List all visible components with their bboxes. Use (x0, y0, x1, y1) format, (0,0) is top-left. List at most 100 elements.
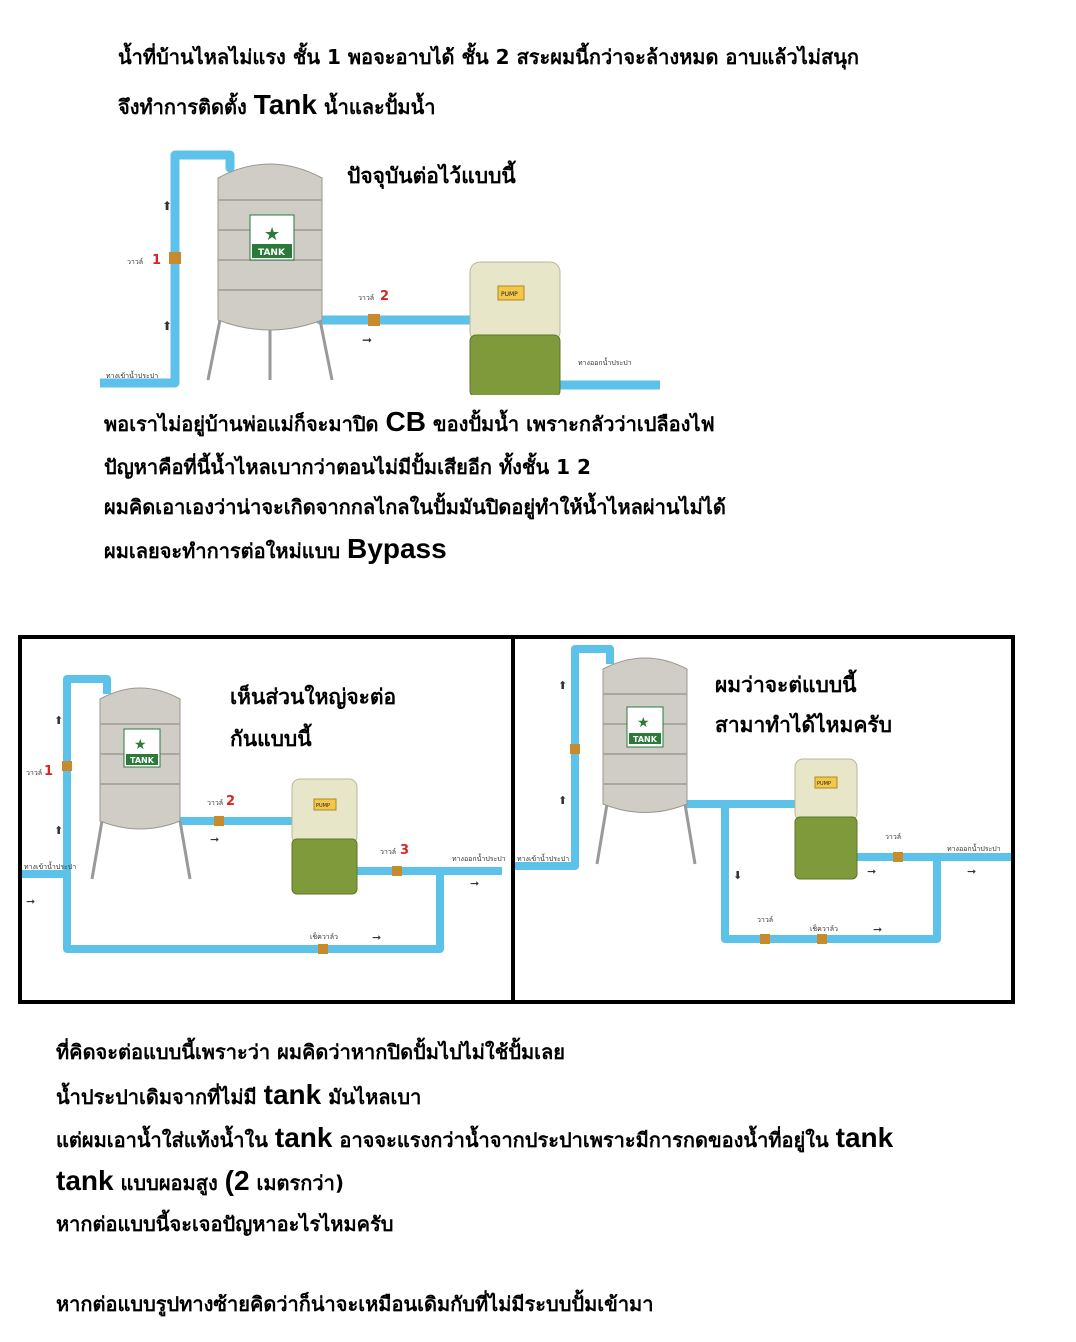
left-outlet-label: ทางออกน้ำประปา (452, 852, 506, 863)
left-valve-2-icon (214, 816, 224, 826)
right-check-valve-label: เช็ควาล์ว (810, 924, 838, 933)
diagram-current-setup: วาวล์ 1 ⬆ ⬆ ★ TANK วาวล์ 2 ➞ (95, 140, 665, 398)
bottom-line-3-mid: อาจจะแรงกว่าน้ำจากประปาเพราะมีการกดของน้… (332, 1128, 836, 1152)
valve-1-icon (169, 252, 181, 264)
left-caption-line-1: เห็นส่วนใหญ่จะต่อ (230, 685, 397, 709)
pump-badge-label: PUMP (501, 291, 518, 298)
bottom-line-4-big-2: (2 (224, 1165, 250, 1196)
bottom-line-4-mid: แบบผอมสูง (113, 1171, 225, 1195)
bottom-line-4-post: เมตรกว่า) (249, 1171, 345, 1195)
middle-line-1-big: CB (385, 406, 426, 437)
middle-line-1-pre: พอเราไม่อยู่บ้านพ่อแม่ก็จะมาปิด (104, 412, 386, 436)
diagram-right-svg: ⬆ ⬆ ★ TANK ⬇ PUMP วาวล์ วาวล์ เช็ควาล์ว (515, 645, 1011, 944)
bottom-line-1: ที่คิดจะต่อแบบนี้เพราะว่า ผมคิดว่าหากปิด… (56, 1040, 565, 1064)
left-valve-3-label: วาวล์ (380, 848, 396, 856)
svg-text:★: ★ (637, 715, 650, 731)
left-pump-icon: PUMP (291, 778, 358, 895)
right-arrow-right-3: ➞ (873, 923, 882, 936)
right-arrow-right-1: ➞ (867, 865, 876, 878)
left-valve-3-icon (392, 866, 402, 876)
valve-2-icon (368, 314, 380, 326)
bottom-line-2-post: มันไหลเบา (321, 1085, 422, 1109)
intro-line-2-pre: จึงทำการติดตั้ง (118, 95, 254, 119)
tank-badge-label: TANK (258, 248, 286, 258)
bottom-line-6: หากต่อแบบรูปทางซ้ายคิดว่าก็น่าจะเหมือนเด… (56, 1292, 654, 1316)
flow-arrow-up-1: ⬆ (162, 199, 172, 213)
intro-line-2-big: Tank (253, 89, 317, 120)
diagram-right: ⬆ ⬆ ★ TANK ⬇ PUMP วาวล์ วาวล์ เช็ควาล์ว (515, 639, 1011, 1000)
middle-line-2: ปัญหาคือที่นี้น้ำไหลเบากว่าตอนไม่มีปั้มเ… (104, 455, 591, 479)
left-valve-2-label: วาวล์ (207, 799, 223, 807)
valve-2-number: 2 (380, 289, 389, 304)
middle-line-4: ผมเลยจะทำการต่อใหม่แบบ Bypass (104, 532, 447, 566)
left-caption-line-2: กันแบบนี้ (230, 727, 312, 751)
right-arrow-up-2: ⬆ (558, 794, 567, 807)
right-tank-icon: ★ TANK (595, 657, 697, 865)
bottom-line-3-big-1: tank (274, 1122, 333, 1153)
right-check-valve-icon (817, 934, 827, 944)
left-pipes (22, 675, 502, 953)
comparison-divider (511, 635, 515, 1004)
right-valve-b-icon (760, 934, 770, 944)
left-inlet-label: ทางเข้าน้ำประปา (24, 860, 76, 871)
left-arrow-up-1: ⬆ (54, 714, 63, 727)
bottom-line-3-big-2: tank (835, 1122, 894, 1153)
right-arrow-right-2: ➞ (967, 865, 976, 878)
right-caption-line-2: สามาทำได้ไหมครับ (715, 713, 892, 737)
inlet-label: ทางเข้าน้ำประปา (106, 369, 158, 380)
right-pump-icon: PUMP (794, 758, 858, 880)
bottom-line-3-pre: แต่ผมเอาน้ำใส่แท้งน้ำใน (56, 1128, 275, 1152)
svg-text:★: ★ (134, 737, 147, 753)
left-arrow-right-1: ➞ (210, 833, 219, 846)
pump-icon: PUMP (469, 261, 561, 398)
bottom-line-2: น้ำประปาเดิมจากที่ไม่มี tank มันไหลเบา (56, 1078, 421, 1112)
right-arrow-up-1: ⬆ (558, 679, 567, 692)
left-tank-icon: ★ TANK (90, 687, 192, 880)
right-inlet-label: ทางเข้าน้ำประปา (517, 852, 569, 863)
left-check-valve-label: เช็ควาล์ว (310, 932, 338, 941)
left-arrow-right-4: ➞ (26, 895, 35, 908)
left-arrow-up-2: ⬆ (54, 824, 63, 837)
valve-2-label: วาวล์ (358, 294, 374, 302)
diagram-left-svg: วาวล์ 1 ⬆ ⬆ ★ TANK วาวล์ 2 ➞ PUMP วาวล์ … (22, 675, 506, 954)
bottom-line-4-big: tank (56, 1165, 114, 1196)
bottom-line-2-pre: น้ำประปาเดิมจากที่ไม่มี (56, 1085, 264, 1109)
flow-arrow-up-2: ⬆ (162, 319, 172, 333)
left-valve-2-number: 2 (226, 794, 235, 809)
left-pump-badge-label: PUMP (316, 803, 330, 809)
right-valve-2-icon (893, 852, 903, 862)
right-valve-1-icon (570, 744, 580, 754)
right-outlet-label: ทางออกน้ำประปา (947, 842, 1001, 853)
left-arrow-right-2: ➞ (470, 877, 479, 890)
valve-1-number: 1 (152, 253, 161, 268)
middle-line-4-big: Bypass (347, 533, 447, 564)
intro-line-1: น้ำที่บ้านไหลไม่แรง ชั้น 1 พอจะอาบได้ ชั… (118, 45, 859, 69)
right-caption-line-1: ผมว่าจะต่แบบนี้ (715, 673, 857, 697)
right-pipes (515, 645, 1011, 943)
intro-line-2-post: น้ำและปั้มน้ำ (316, 95, 436, 119)
left-valve-3-number: 3 (400, 843, 409, 858)
diagram1-caption: ปัจจุบันต่อไว้แบบนี้ (347, 164, 516, 188)
right-arrow-down: ⬇ (733, 869, 742, 882)
pipes (95, 150, 665, 390)
middle-line-3: ผมคิดเอาเองว่าน่าจะเกิดจากกลไกลในปั้มมัน… (104, 495, 726, 519)
bottom-line-5: หากต่อแบบนี้จะเจอปัญหาอะไรไหมครับ (56, 1212, 394, 1236)
outlet-label: ทางออกน้ำประปา (578, 356, 632, 367)
valve-1-label: วาวล์ (127, 258, 143, 266)
right-tank-badge-label: TANK (633, 735, 658, 744)
left-valve-1-icon (62, 761, 72, 771)
left-arrow-right-3: ➞ (372, 931, 381, 944)
middle-line-4-pre: ผมเลยจะทำการต่อใหม่แบบ (104, 539, 348, 563)
left-check-valve-icon (318, 944, 328, 954)
bottom-line-2-big: tank (263, 1079, 322, 1110)
bottom-line-4: tank แบบผอมสูง (2 เมตรกว่า) (56, 1164, 344, 1198)
tank-icon: ★ TANK (206, 163, 334, 381)
intro-line-2: จึงทำการติดตั้ง Tank น้ำและปั้มน้ำ (118, 88, 436, 122)
comparison-frame (18, 635, 1015, 1004)
diagram-current-svg: วาวล์ 1 ⬆ ⬆ ★ TANK วาวล์ 2 ➞ (95, 150, 665, 398)
flow-arrow-right: ➞ (362, 333, 372, 347)
bottom-line-3: แต่ผมเอาน้ำใส่แท้งน้ำใน tank อาจจะแรงกว่… (56, 1121, 893, 1155)
right-pump-badge-label: PUMP (817, 781, 831, 787)
middle-line-1-post: ของปั้มน้ำ เพราะกลัวว่าเปลืองไฟ (425, 412, 715, 436)
left-valve-1-label: วาวล์ (26, 769, 42, 777)
